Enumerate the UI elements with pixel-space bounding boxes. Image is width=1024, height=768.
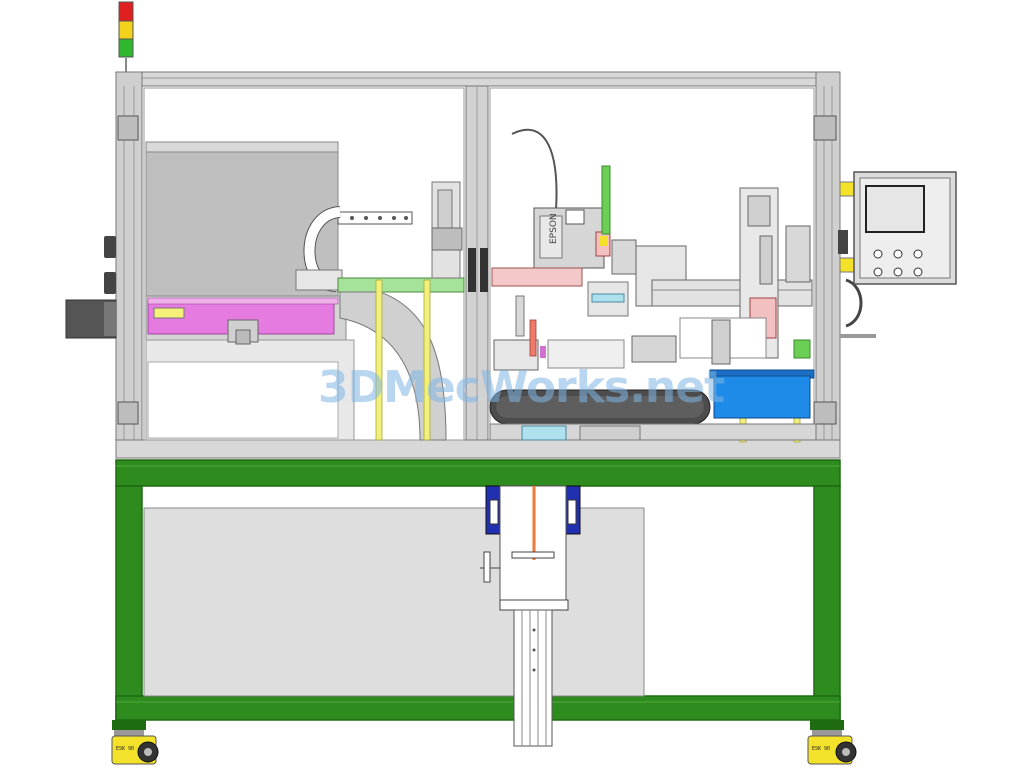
- exhaust-duct: [65, 299, 117, 339]
- signal-tower-icon: [118, 1, 134, 72]
- machine-stand: [112, 459, 844, 730]
- output-bin: [709, 369, 815, 419]
- door-hinge-icon: [104, 115, 837, 425]
- printer-brand-label: EPSON: [549, 213, 559, 244]
- printer-module: EPSON: [491, 128, 637, 317]
- transfer-stage: [631, 187, 813, 443]
- hmi-panel-icon: [838, 171, 957, 338]
- infeed-chute: [337, 181, 465, 441]
- lower-cabinet: [143, 507, 645, 697]
- caster-wheel-icon: ESK 90: [807, 730, 857, 765]
- caster-wheel-icon: ESK 90: [111, 730, 159, 765]
- conveyor-area: [489, 295, 817, 441]
- caster-label-left: ESK 90: [116, 746, 134, 752]
- watermark-text: 3DMecWorks.net: [318, 362, 725, 413]
- lift-column: [480, 485, 581, 747]
- left-module: [145, 141, 413, 441]
- caster-label-right: ESK 90: [812, 746, 830, 752]
